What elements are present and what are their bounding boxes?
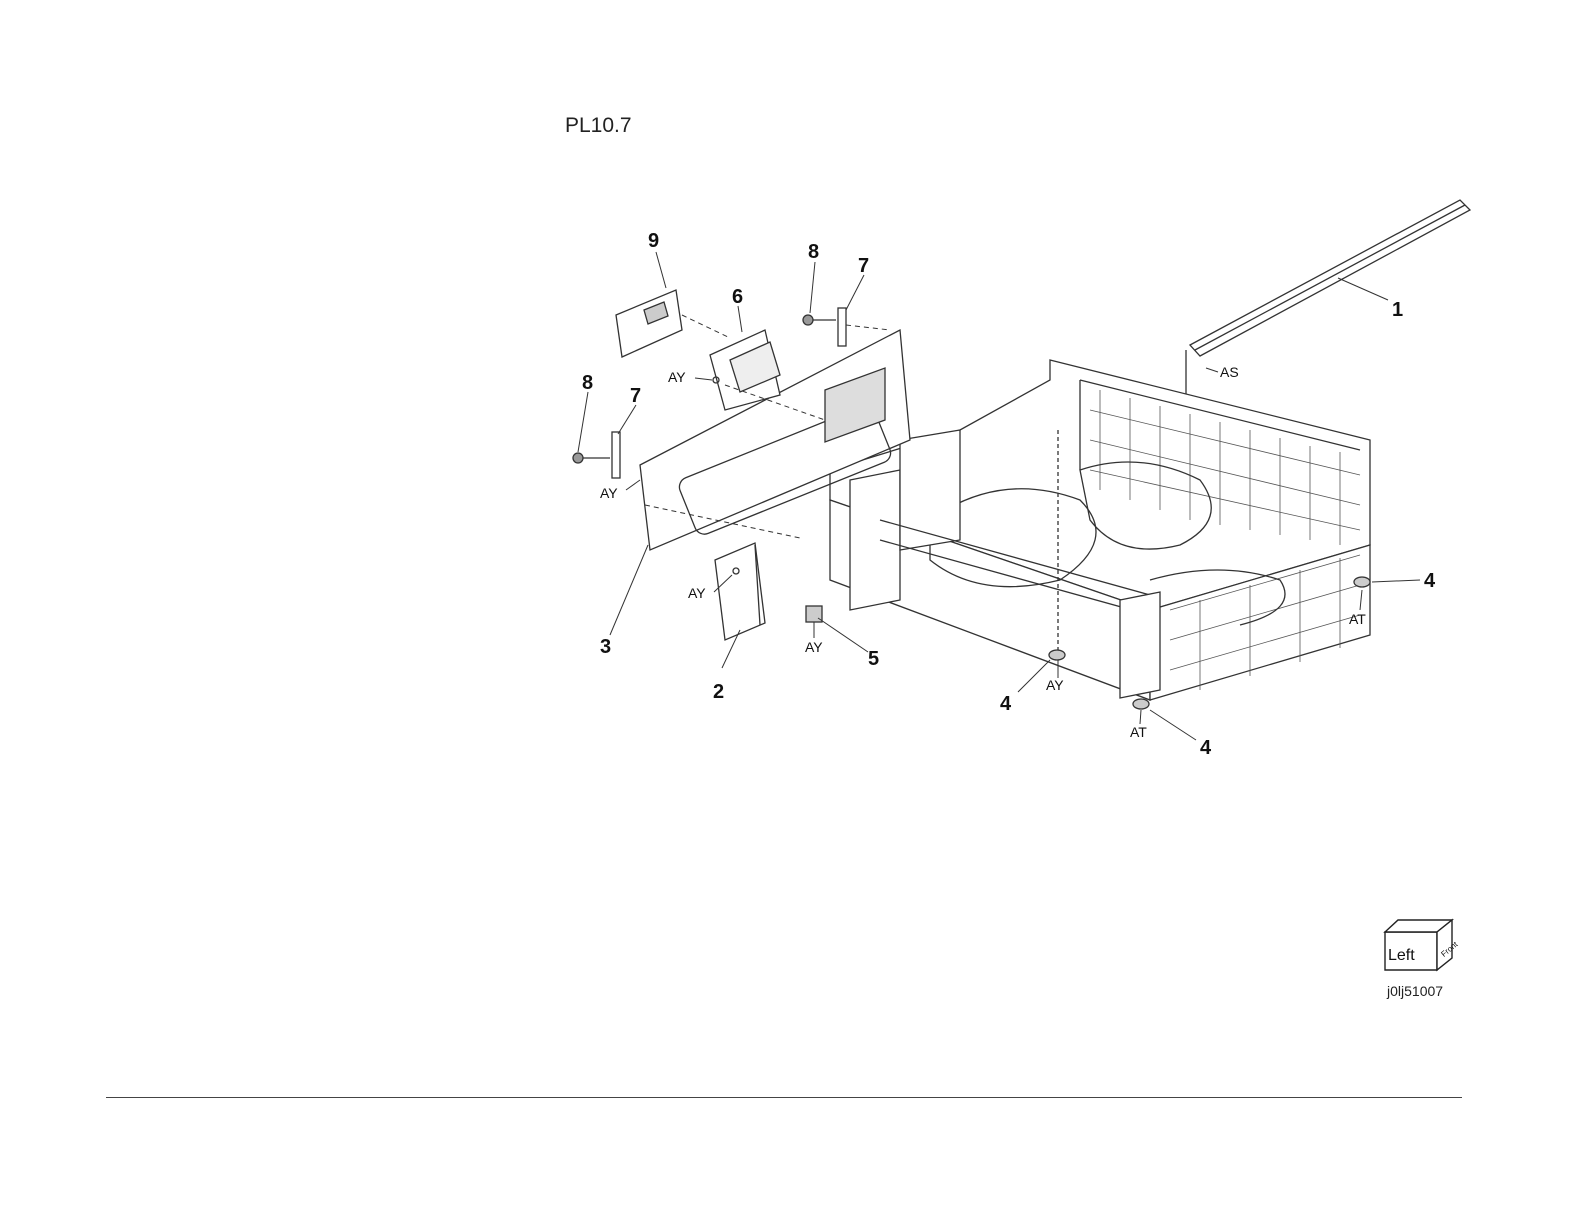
frame-assembly [830,360,1370,700]
callout-8-lower: 8 [582,372,593,394]
callout-3: 3 [600,636,611,658]
part-2-cover [715,543,765,640]
part-4-foot-c [1354,577,1370,587]
part-4-foot-b [1133,699,1149,709]
code-ay-bracket: AY [668,369,686,385]
callout-5: 5 [868,648,879,670]
callout-9: 9 [648,230,659,252]
code-ay-foot5: AY [805,639,823,655]
part-4-foot-a [1049,650,1065,660]
part-8-screw-upper [803,315,836,325]
code-ay-foot4: AY [1046,677,1064,693]
callout-7-lower: 7 [630,385,641,407]
part-6-bracket [710,330,780,410]
code-at-right: AT [1349,611,1366,627]
callout-4-middle: 4 [1000,693,1012,715]
callout-8-upper: 8 [808,241,819,263]
image-code: j0lj51007 [1387,983,1443,999]
code-ay-cover: AY [688,585,706,601]
part-7-bracket-lower [612,432,620,478]
callout-4-bottom: 4 [1200,737,1212,759]
part-8-screw-lower [573,453,610,463]
callout-2: 2 [713,681,724,703]
callout-7-upper: 7 [858,255,869,277]
part-7-bracket-upper [838,308,846,346]
callout-1: 1 [1392,299,1403,321]
callout-4-right: 4 [1424,570,1436,592]
code-at-bottom: AT [1130,724,1147,740]
orientation-left-label: Left [1388,947,1415,964]
footer-rule [106,1097,1462,1098]
part-9-plate [616,290,682,357]
code-as: AS [1220,364,1239,380]
orientation-cube-icon: Left Front [1385,920,1460,970]
code-ay-plate: AY [600,485,618,501]
callout-6: 6 [732,286,743,308]
